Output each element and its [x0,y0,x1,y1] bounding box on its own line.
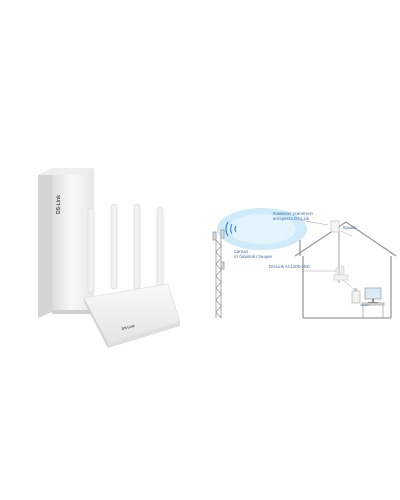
router-body: DS-Link [83,283,181,348]
outdoor-unit-brand-label: DS-Link [56,195,62,214]
signal-area: Сигнал от базовой станции [217,208,307,259]
router-label: DS-Link AC1200-4ND [269,264,310,269]
kit-label-2: интернета DS-Link [273,216,310,221]
desk-icon [361,302,385,318]
modem-label: modem [360,303,371,307]
monitor-icon [364,287,382,304]
router-icon [333,265,349,281]
kit-label-1: Комплект усилителя [273,211,313,216]
outdoor-unit: DS-Link [38,168,94,318]
router-antennas [87,203,164,298]
router-brand-label: DS-Link [121,324,135,331]
modem-icon [351,288,361,304]
cell-tower-icon [212,229,225,319]
signal-label-1: Сигнал [234,249,249,254]
indoor-equipment: DS-Link AC1200-4ND [269,246,385,318]
roof-label: Крыша [343,225,357,230]
product-photo: DS-Link DS-Link [38,168,181,348]
signal-label-2: от базовой станции [234,254,272,259]
house-outline [294,221,397,319]
signal-wave-icon [225,221,229,237]
roof-unit-icon: Комплект усилителя интернета DS-Link Кры… [273,211,357,246]
